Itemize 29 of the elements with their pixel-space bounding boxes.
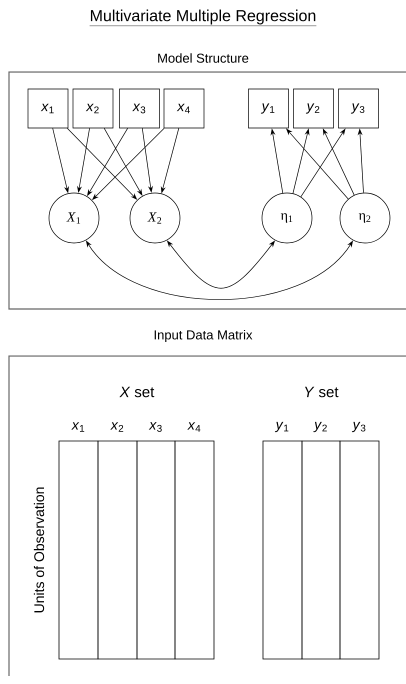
matrix-column (174, 440, 214, 660)
matrix-column (58, 440, 98, 660)
column-heading: y$_{1}$ (274, 422, 288, 432)
variable-box: y$_{1}$ (248, 88, 289, 128)
column-heading: x$_{1}$ (71, 422, 84, 432)
column-heading: x$_{2}$ (110, 422, 124, 432)
title: Multivariate Multiple Regression (89, 10, 317, 26)
variable-box: x$_{2}$ (72, 88, 114, 128)
variable-box: x$_{4}$ (164, 88, 204, 128)
variable-box: y$_{3}$ (338, 88, 379, 128)
panel-heading: Model Structure (158, 53, 248, 63)
variable-box: x$_{3}$ (119, 88, 160, 128)
matrix-column (136, 440, 176, 660)
panel (8, 355, 406, 676)
matrix-column (340, 440, 380, 660)
matrix-column (98, 440, 138, 660)
set-heading: Y set (305, 386, 338, 398)
variable-box: x$_{1}$ (28, 88, 68, 128)
matrix-column (262, 440, 302, 660)
column-heading: y$_{2}$ (313, 422, 327, 432)
matrix-column (302, 440, 340, 660)
column-heading: y$_{3}$ (352, 422, 366, 432)
variable-box: y$_{2}$ (293, 88, 334, 128)
set-heading: X set (119, 386, 154, 398)
panel (8, 71, 406, 310)
column-heading: x$_{3}$ (148, 422, 162, 432)
column-heading: x$_{4}$ (187, 422, 200, 432)
panel-heading: Input Data Matrix (154, 330, 252, 342)
axis-label: Units of Observation (34, 488, 44, 612)
